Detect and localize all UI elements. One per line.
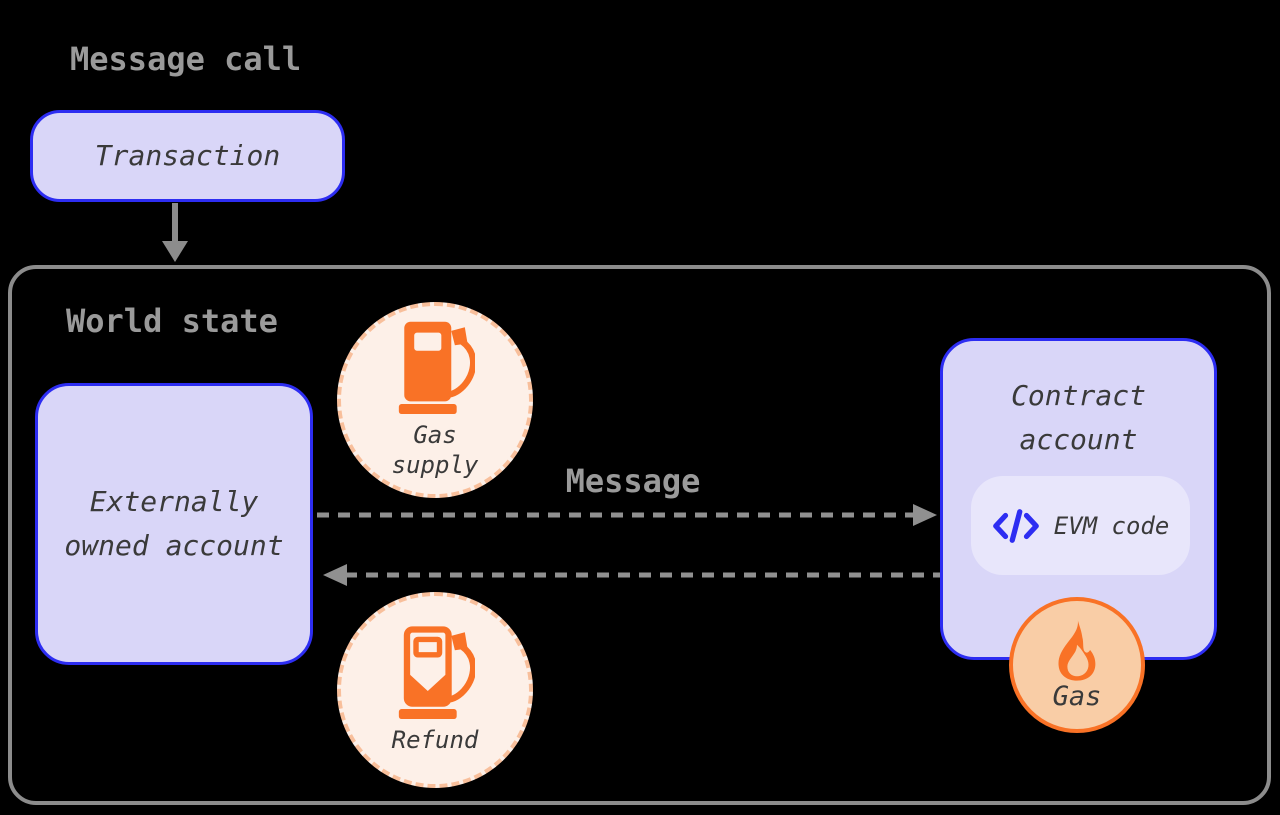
externally-owned-account-node: Externally owned account	[35, 383, 313, 665]
world-state-container	[8, 265, 1271, 805]
contract-account-node: Contract account EVM code	[940, 338, 1217, 660]
message-arrow-forward-icon	[317, 504, 937, 526]
gas-supply-label-line2: supply	[391, 451, 479, 479]
refund-node: Refund	[337, 592, 533, 788]
flame-icon	[1058, 620, 1096, 681]
refund-label: Refund	[391, 726, 479, 754]
gas-pump-refund-icon	[398, 626, 475, 719]
eoa-label-line1: Externally	[89, 485, 259, 518]
code-icon	[992, 508, 1039, 543]
message-arrow-label: Message	[565, 462, 701, 500]
gas-node: Gas	[1009, 597, 1145, 733]
world-state-label: World state	[66, 302, 278, 340]
evm-code-label: EVM code	[1053, 511, 1170, 540]
eoa-label-line2: owned account	[64, 529, 284, 562]
message-arrow-return-icon	[323, 564, 945, 586]
contract-label-line1: Contract	[1011, 379, 1146, 412]
gas-supply-label-line1: Gas	[413, 421, 457, 449]
transaction-label: Transaction	[94, 139, 281, 172]
contract-label-line2: account	[1019, 423, 1138, 456]
evm-code-pill: EVM code	[971, 476, 1190, 575]
down-arrow-icon	[162, 203, 188, 262]
gas-pump-icon	[398, 321, 475, 414]
gas-supply-node: Gas supply	[337, 302, 533, 498]
diagram-title: Message call	[70, 40, 302, 78]
transaction-node: Transaction	[30, 110, 345, 202]
gas-label: Gas	[1052, 681, 1102, 712]
